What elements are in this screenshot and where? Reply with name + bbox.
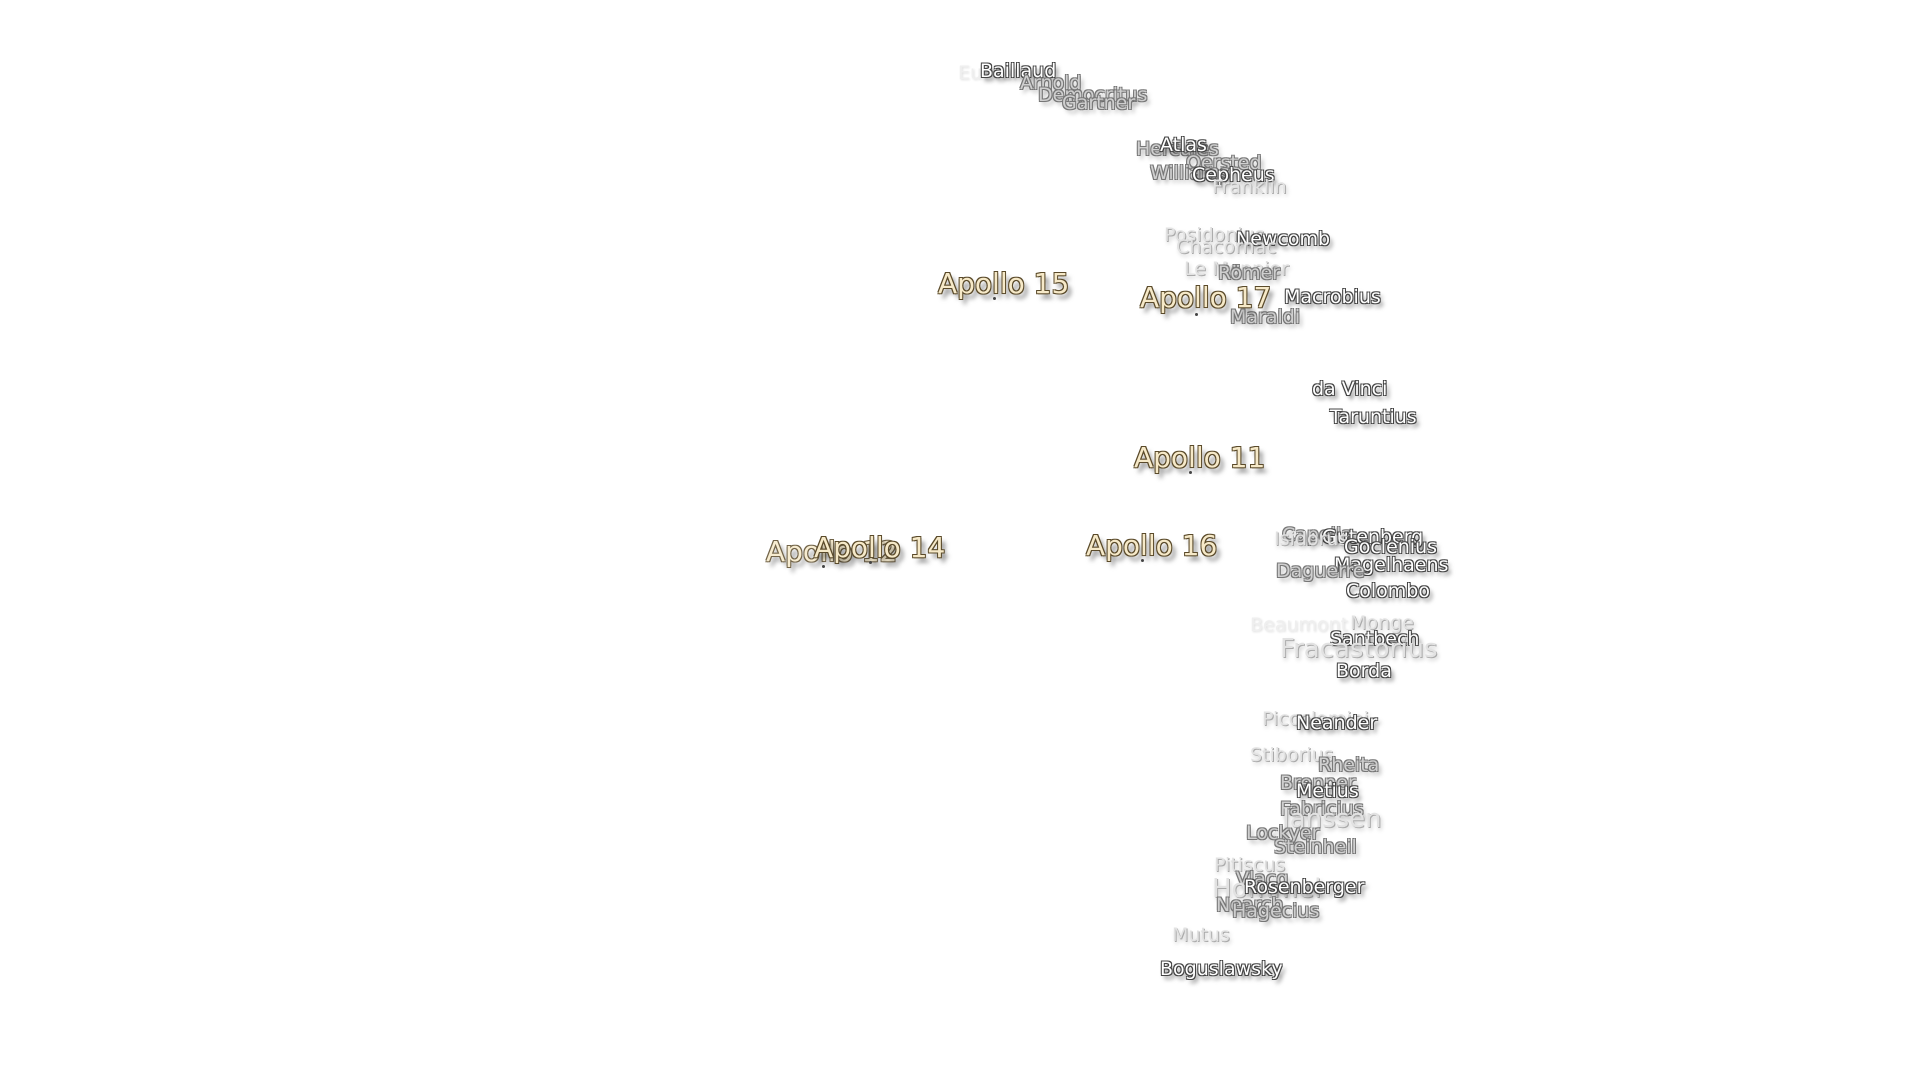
apollo-11-site-marker[interactable] xyxy=(1189,471,1192,474)
crater-label[interactable]: Nearch xyxy=(1216,894,1284,916)
crater-label[interactable]: Vlacq xyxy=(1236,868,1289,890)
crater-label[interactable]: Atlas xyxy=(1160,134,1207,156)
apollo-17-label[interactable]: Apollo 17 xyxy=(1140,281,1272,314)
apollo-15-site-marker[interactable] xyxy=(993,297,996,300)
crater-label[interactable]: Le Monnier xyxy=(1184,258,1289,280)
crater-label[interactable]: Gutenberg xyxy=(1322,526,1424,548)
crater-label[interactable]: Arnold xyxy=(1020,72,1082,94)
crater-label[interactable]: Pitiscus xyxy=(1214,854,1286,876)
crater-label[interactable]: Janssen xyxy=(1282,804,1382,834)
apollo-14-label[interactable]: Apollo 14 xyxy=(814,531,946,564)
crater-label[interactable]: Maraldi xyxy=(1230,306,1301,328)
apollo-16-site-marker[interactable] xyxy=(1141,559,1144,562)
crater-label[interactable]: Cepheus xyxy=(1192,164,1275,186)
crater-label[interactable]: Taruntius xyxy=(1330,406,1417,428)
crater-label[interactable]: Neander xyxy=(1296,712,1378,734)
crater-label[interactable]: Borda xyxy=(1336,660,1392,682)
crater-label[interactable]: Macrobius xyxy=(1284,286,1381,308)
apollo-17-site-marker[interactable] xyxy=(1195,313,1198,316)
crater-label[interactable]: Lockyer xyxy=(1246,822,1320,844)
crater-label[interactable]: Rheita xyxy=(1318,754,1380,776)
crater-label[interactable]: Hommel xyxy=(1212,874,1322,904)
apollo-12-label[interactable]: Apollo 12 xyxy=(766,535,898,568)
apollo-11-label[interactable]: Apollo 11 xyxy=(1134,441,1266,474)
crater-label[interactable]: Democritus xyxy=(1038,84,1148,106)
crater-label[interactable]: Fabricius xyxy=(1280,798,1364,820)
crater-label[interactable]: Brenner xyxy=(1280,772,1356,794)
crater-label[interactable]: Stiborius xyxy=(1250,744,1334,766)
crater-label[interactable]: Römer xyxy=(1218,262,1280,284)
crater-label[interactable]: Gartner xyxy=(1062,92,1136,114)
crater-label[interactable]: Euctemon xyxy=(958,62,1054,84)
crater-label[interactable]: Metius xyxy=(1296,780,1359,802)
crater-label[interactable]: Mutus xyxy=(1172,924,1230,946)
crater-label[interactable]: Franklin xyxy=(1212,176,1287,198)
apollo-14-site-marker[interactable] xyxy=(869,561,872,564)
crater-label[interactable]: Isidorus xyxy=(1274,528,1349,550)
crater-label[interactable]: Monge xyxy=(1350,612,1414,634)
crater-label[interactable]: Williams xyxy=(1150,162,1230,184)
crater-label[interactable]: Magelhaens xyxy=(1334,554,1449,576)
crater-label[interactable]: Daguerre xyxy=(1276,560,1365,582)
crater-label[interactable]: da Vinci xyxy=(1312,378,1388,400)
crater-label[interactable]: Beaumont xyxy=(1250,614,1349,636)
crater-label[interactable]: Chacornac xyxy=(1176,236,1277,258)
apollo-16-label[interactable]: Apollo 16 xyxy=(1086,529,1218,562)
apollo-12-site-marker[interactable] xyxy=(822,565,825,568)
crater-label[interactable]: Santbech xyxy=(1330,628,1420,650)
crater-label[interactable]: Goclenius xyxy=(1344,536,1438,558)
crater-label[interactable]: Newcomb xyxy=(1236,228,1331,250)
crater-label[interactable]: Posidonius xyxy=(1164,224,1265,246)
crater-label[interactable]: Hagecius xyxy=(1232,900,1320,922)
crater-label[interactable]: Capella xyxy=(1282,524,1353,546)
crater-label[interactable]: Colombo xyxy=(1346,580,1430,602)
crater-label[interactable]: Oersted xyxy=(1186,152,1262,174)
crater-label[interactable]: Rosenberger xyxy=(1244,876,1365,898)
apollo-15-label[interactable]: Apollo 15 xyxy=(938,267,1070,300)
crater-label[interactable]: Steinheil xyxy=(1274,836,1357,858)
crater-label[interactable]: Piccolomini xyxy=(1262,708,1369,730)
crater-label[interactable]: Boguslawsky xyxy=(1160,958,1283,980)
crater-label[interactable]: Fracastorius xyxy=(1280,634,1438,664)
crater-label[interactable]: Hercules xyxy=(1136,138,1219,160)
crater-label[interactable]: Baillaud xyxy=(980,60,1057,82)
